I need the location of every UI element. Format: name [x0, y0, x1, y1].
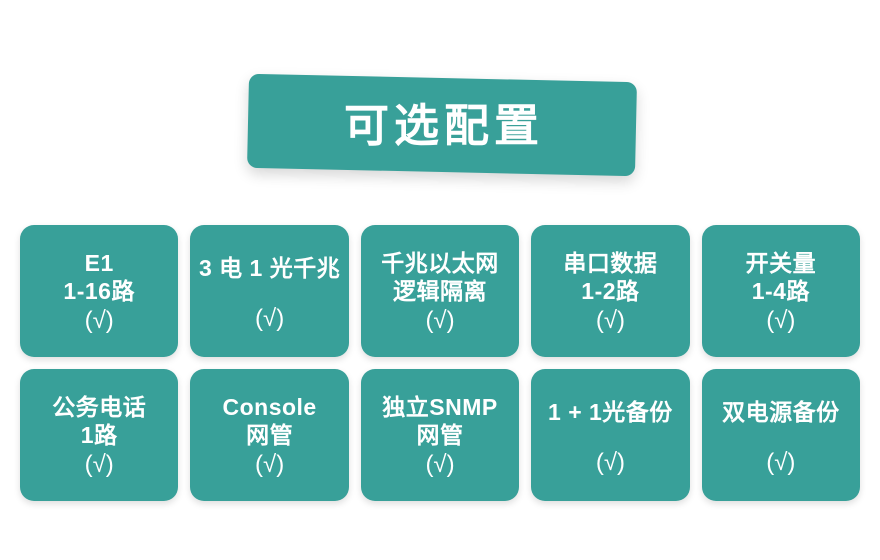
- feature-card-line: E1: [84, 250, 114, 277]
- check-mark-icon: (√): [425, 451, 455, 479]
- feature-card-line: 逻辑隔离: [393, 278, 488, 305]
- feature-card-line: 双电源备份: [722, 399, 840, 426]
- feature-card-line: 公务电话: [52, 394, 147, 421]
- feature-card-line: 1-16路: [63, 278, 135, 305]
- check-mark-icon: (√): [595, 307, 625, 335]
- feature-card-line: 千兆以太网: [381, 250, 499, 277]
- feature-card[interactable]: 千兆以太网逻辑隔离(√): [360, 225, 520, 357]
- feature-card-line: 1-2路: [581, 278, 640, 305]
- feature-card[interactable]: 1 + 1光备份 (√): [531, 369, 690, 501]
- feature-card[interactable]: 双电源备份 (√): [701, 369, 861, 501]
- feature-card-line: 1-4路: [751, 278, 810, 305]
- header-banner: 可选配置: [247, 73, 637, 177]
- check-mark-icon: (√): [255, 451, 285, 479]
- check-mark-icon: (√): [255, 304, 285, 332]
- feature-card-line: 网管: [416, 422, 464, 449]
- check-mark-icon: (√): [595, 448, 625, 476]
- feature-card-line: 1路: [80, 422, 118, 449]
- check-mark-icon: (√): [766, 448, 796, 476]
- feature-card[interactable]: 3 电 1 光千兆 (√): [190, 225, 349, 357]
- check-mark-icon: (√): [425, 307, 455, 335]
- header-banner-shape: 可选配置: [247, 73, 637, 177]
- check-mark-icon: (√): [766, 307, 796, 335]
- check-mark-icon: (√): [84, 451, 114, 479]
- feature-card-line: 独立SNMP: [382, 394, 498, 421]
- feature-card-line: 开关量: [745, 250, 817, 277]
- page-title: 可选配置: [343, 99, 544, 151]
- feature-card-line: 3 电 1 光千兆: [198, 255, 341, 282]
- feature-card-line: 网管: [246, 422, 294, 449]
- feature-card-line: Console: [222, 394, 317, 421]
- check-mark-icon: (√): [84, 307, 114, 335]
- feature-card-line: 串口数据: [563, 250, 658, 277]
- feature-card-line: 1 + 1光备份: [548, 399, 673, 426]
